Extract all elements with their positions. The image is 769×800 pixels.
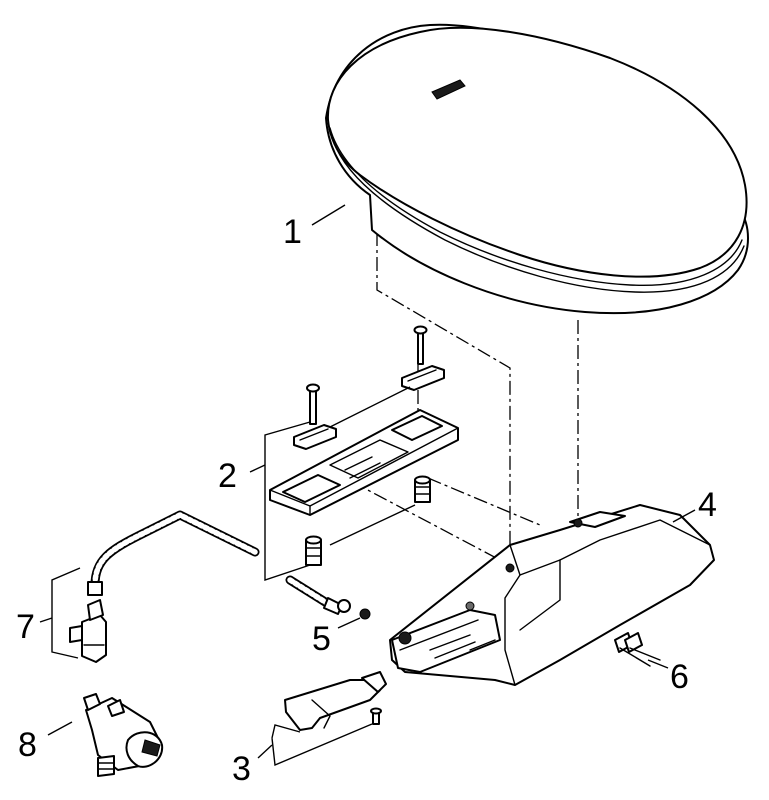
control-lever bbox=[284, 679, 381, 731]
adjusting-feet bbox=[614, 632, 661, 667]
label-part-8: 8 bbox=[18, 726, 37, 764]
label-part-7: 7 bbox=[16, 608, 35, 646]
unit-top-cap bbox=[569, 511, 626, 528]
flexible-hose bbox=[90, 510, 260, 590]
dowel-socket bbox=[505, 563, 515, 573]
bolt-top-right bbox=[417, 331, 424, 365]
label-part-4: 4 bbox=[698, 486, 717, 524]
control-knob-assembly bbox=[271, 671, 387, 767]
angle-valve bbox=[83, 693, 164, 777]
brand-logo bbox=[431, 79, 466, 100]
mounting-kit bbox=[264, 325, 459, 581]
label-part-5: 5 bbox=[312, 620, 331, 658]
sealing-ring bbox=[359, 608, 371, 620]
bidet-unit bbox=[389, 504, 715, 686]
leader-line-1 bbox=[311, 204, 346, 226]
seat-lid bbox=[326, 26, 748, 278]
bolt-top-left bbox=[309, 389, 317, 425]
leader-line-6 bbox=[647, 659, 669, 669]
label-part-6: 6 bbox=[670, 658, 689, 696]
leader-line-7 bbox=[39, 617, 53, 623]
leader-line-3 bbox=[257, 744, 273, 759]
fixing-screw-unit bbox=[573, 518, 583, 528]
label-part-2: 2 bbox=[218, 457, 237, 495]
leader-line-4 bbox=[672, 509, 696, 523]
leader-line-2 bbox=[249, 464, 266, 473]
label-part-3: 3 bbox=[232, 750, 251, 788]
label-part-1: 1 bbox=[283, 213, 302, 251]
clip-left bbox=[293, 424, 337, 450]
supply-hose-kit bbox=[51, 510, 260, 663]
connection-fittings bbox=[285, 575, 371, 620]
leader-line-8 bbox=[47, 721, 73, 736]
leader-line-5 bbox=[337, 617, 361, 629]
seat-lid-assembly bbox=[325, 23, 749, 315]
t-valve bbox=[81, 614, 107, 663]
clip-right bbox=[401, 365, 445, 391]
